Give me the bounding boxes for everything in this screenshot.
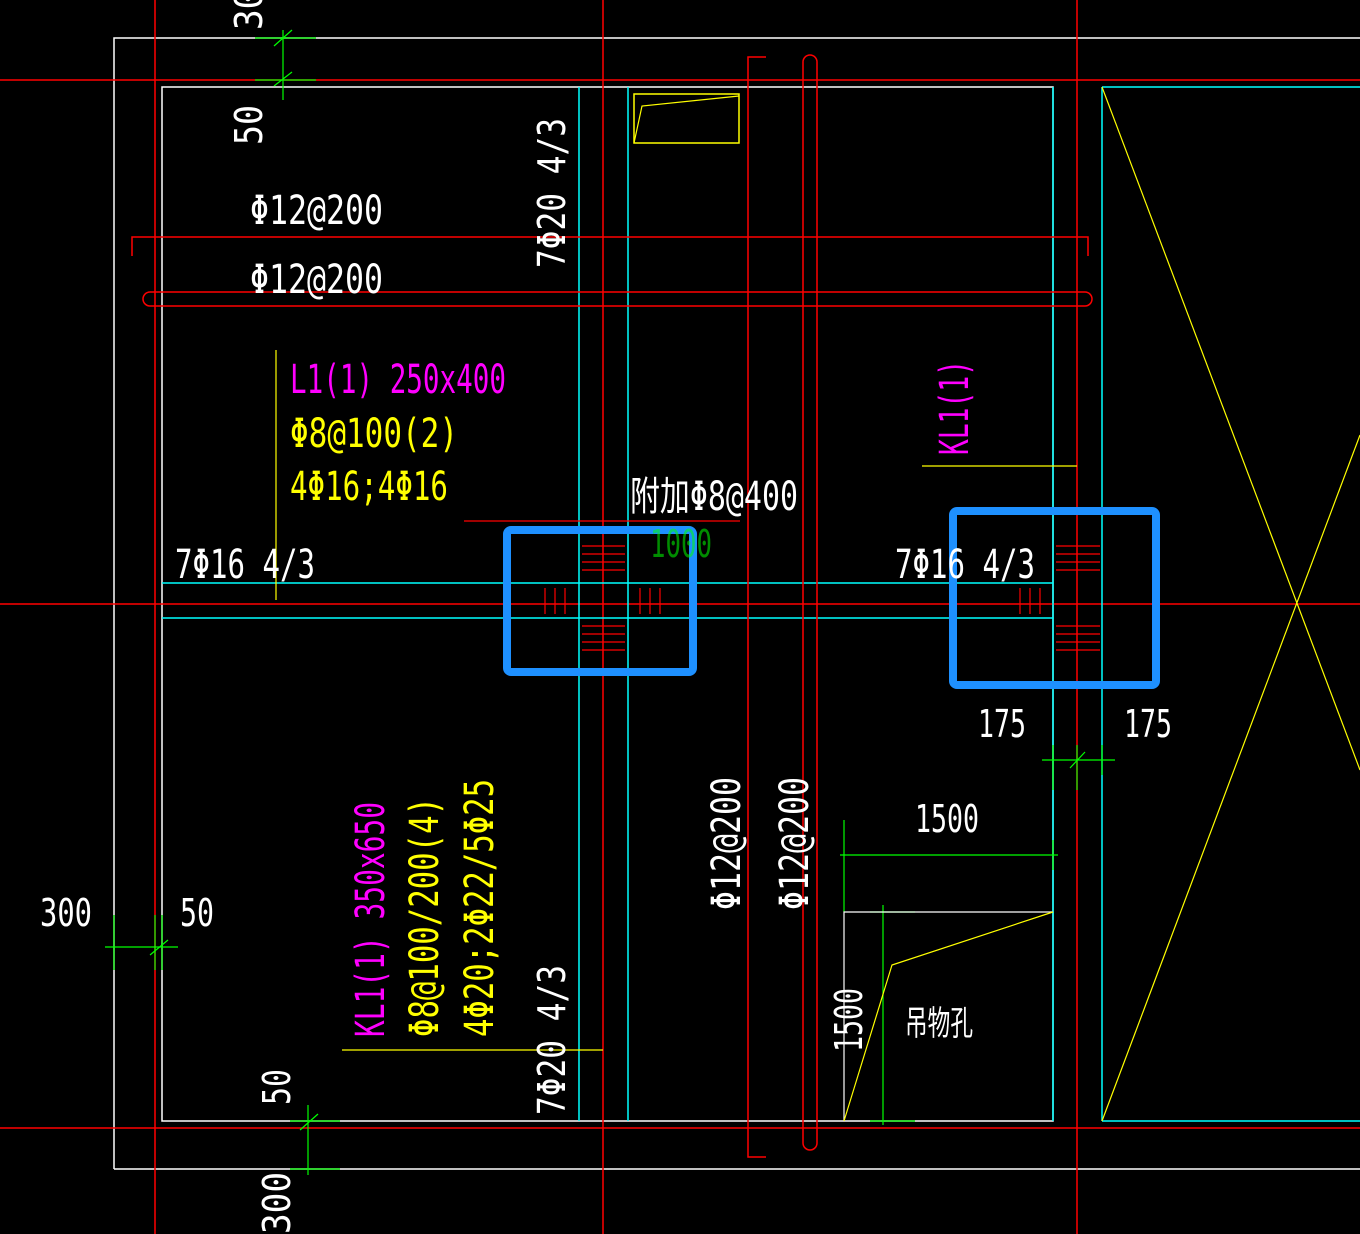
l1-name-label: L1(1) 250x400 bbox=[290, 357, 506, 403]
dim-top-300: 300 bbox=[227, 0, 271, 30]
leader-lines bbox=[275, 350, 1077, 1051]
dim-right-175-b: 175 bbox=[1124, 702, 1172, 746]
kl1-right-label: KL1(1) bbox=[932, 360, 978, 455]
dim-left-50: 50 bbox=[180, 891, 214, 935]
annotations: Φ12@200 Φ12@200 7Φ20 4/3 7Φ20 4/3 L1(1) … bbox=[175, 118, 1035, 1115]
right-beam-bars-label: 7Φ16 4/3 bbox=[895, 542, 1035, 588]
kl1-bars-label: 4Φ20;2Φ22/5Φ25 bbox=[457, 779, 503, 1037]
kl1-stirrup-label: Φ8@100/200(4) bbox=[402, 797, 448, 1037]
highlight-box-right[interactable] bbox=[949, 507, 1160, 689]
dim-bottom-50: 50 bbox=[255, 1069, 299, 1105]
slab-rebar-vertical bbox=[747, 54, 818, 1158]
vertical-slab-rebar-1-label: Φ12@200 bbox=[704, 777, 750, 910]
dim-right-175-a: 175 bbox=[978, 702, 1026, 746]
hoisting-hole bbox=[843, 911, 1054, 1122]
dim-left-300: 300 bbox=[40, 891, 92, 935]
col-top-rebar-label: 7Φ20 4/3 bbox=[530, 118, 574, 268]
beam-lines bbox=[162, 86, 1360, 1122]
hoisting-hole-label: 吊物孔 bbox=[905, 1004, 973, 1044]
highlight-boxes bbox=[503, 507, 1160, 689]
dim-hole-height: 1500 bbox=[827, 988, 871, 1052]
dim-hole-width: 1500 bbox=[915, 797, 979, 841]
stirrup-ticks bbox=[464, 520, 1100, 651]
slab-top-rebar-label: Φ12@200 bbox=[250, 188, 383, 234]
slab-rebar-horizontal bbox=[131, 236, 1093, 307]
left-beam-bars-label: 7Φ16 4/3 bbox=[175, 542, 315, 588]
additional-stirrup-label: 附加Φ8@400 bbox=[630, 474, 798, 520]
dimension-lines bbox=[105, 29, 1115, 1175]
dimension-texts: 300 50 300 50 50 300 175 175 1500 1500 bbox=[40, 0, 1172, 1234]
opening-cross bbox=[633, 86, 1360, 1122]
dim-bottom-300: 300 bbox=[255, 1172, 299, 1234]
col-bottom-rebar-label: 7Φ20 4/3 bbox=[530, 965, 574, 1115]
slab-bottom-rebar-label: Φ12@200 bbox=[250, 257, 383, 303]
l1-bars-label: 4Φ16;4Φ16 bbox=[290, 464, 448, 510]
vertical-slab-rebar-2-label: Φ12@200 bbox=[772, 777, 818, 910]
additional-length-label: 1000 bbox=[650, 522, 712, 566]
highlight-box-left[interactable] bbox=[503, 526, 697, 676]
kl1-name-label: KL1(1) 350x650 bbox=[348, 802, 394, 1037]
dim-top-50: 50 bbox=[227, 105, 271, 145]
l1-stirrup-label: Φ8@100(2) bbox=[290, 411, 458, 457]
